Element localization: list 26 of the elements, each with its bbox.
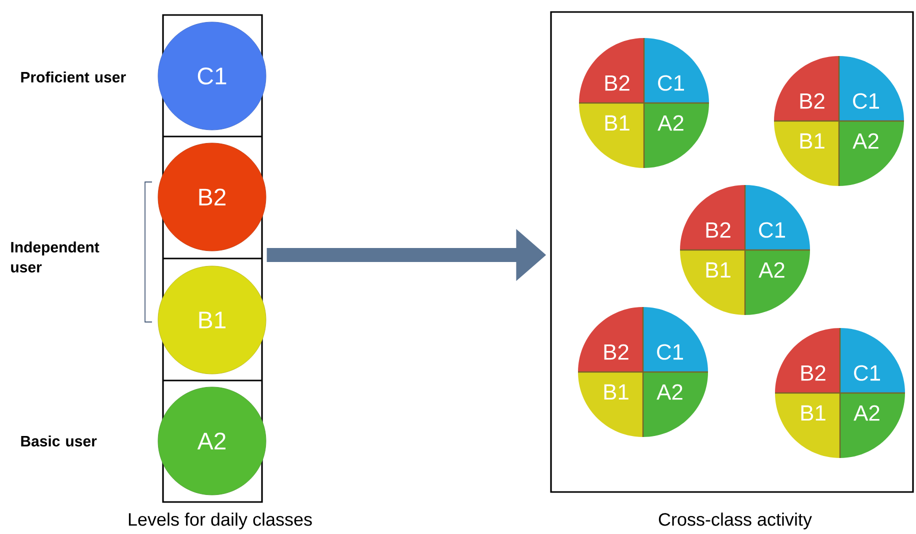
- node-label: A2: [852, 133, 878, 149]
- level-pie: B2 C1 B1 A2: [679, 184, 811, 316]
- node-label: B1: [706, 262, 730, 278]
- caption: Levels for daily classes: [128, 512, 312, 530]
- node-label: C1: [854, 365, 880, 381]
- activity-frame: [550, 11, 914, 493]
- node-label: B1: [604, 384, 628, 400]
- level-pie: B2 C1 B1 A2: [773, 55, 905, 187]
- level-pie: B2 C1 B1 A2: [578, 37, 710, 169]
- node-label: A2: [656, 384, 682, 400]
- node-label: C1: [657, 344, 683, 360]
- level-pie: B2 C1 B1 A2: [577, 306, 709, 438]
- node-label: C1: [759, 222, 785, 238]
- node-label: B1: [800, 133, 824, 149]
- level-label: Basic user: [21, 435, 97, 446]
- node-label: A2: [758, 262, 784, 278]
- node-label: A2: [854, 405, 880, 421]
- level-pie: B2 C1 B1 A2: [774, 327, 906, 459]
- node-label: A2: [658, 115, 684, 131]
- level-label: Proficient user: [21, 72, 126, 82]
- node-label: C1: [658, 75, 684, 91]
- level-label: Independent user: [11, 241, 100, 272]
- node-label: B1: [605, 115, 630, 131]
- node-label: C1: [853, 93, 879, 109]
- node-label: B1: [801, 405, 826, 421]
- caption: Cross-class activity: [658, 512, 812, 530]
